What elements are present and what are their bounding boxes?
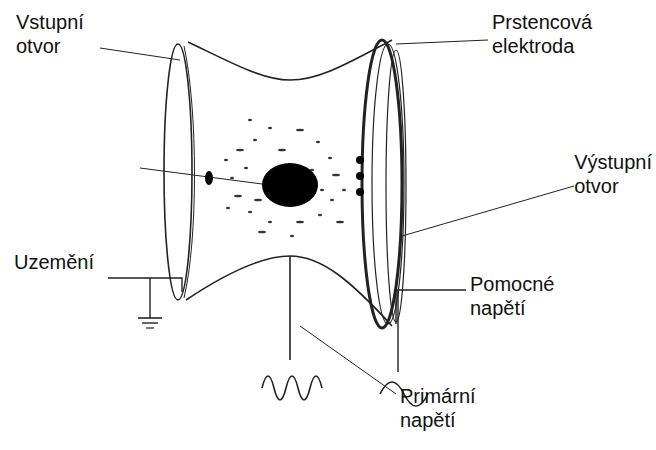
ion-particle xyxy=(268,127,272,130)
part-label: Primární napětí xyxy=(400,384,476,432)
ion-particle xyxy=(254,199,262,202)
part-label: Výstupní otvor xyxy=(574,150,652,198)
part-label: Pomocné napětí xyxy=(470,272,555,320)
ion-particle xyxy=(316,141,320,144)
ion-particle xyxy=(236,149,244,152)
ion-particle xyxy=(248,119,252,122)
ion-particle xyxy=(318,214,322,217)
ion-particle xyxy=(258,231,266,234)
ion-particle xyxy=(224,159,228,162)
ion-particle xyxy=(253,139,257,142)
ion-particle xyxy=(332,174,340,177)
ion-particle xyxy=(244,167,248,170)
ion-particle xyxy=(230,177,234,180)
ion-particle xyxy=(320,189,324,192)
ion-particle xyxy=(328,157,332,160)
ion-particle xyxy=(342,189,346,192)
ion-particle xyxy=(336,221,344,224)
ion-particle xyxy=(226,207,230,210)
ion-particle xyxy=(296,221,304,224)
ion-particle xyxy=(234,195,242,198)
ion-particle xyxy=(248,211,252,214)
ion-particle xyxy=(310,169,314,172)
part-label: Uzemění xyxy=(14,250,94,274)
part-label: Prstencová elektroda xyxy=(492,10,592,58)
ion-particle xyxy=(290,235,294,238)
ion-particle xyxy=(296,129,304,132)
ion-particle xyxy=(330,199,334,202)
part-label: Vstupní otvor xyxy=(16,10,84,58)
ion-particle xyxy=(278,149,286,152)
ion-particle xyxy=(268,221,272,224)
